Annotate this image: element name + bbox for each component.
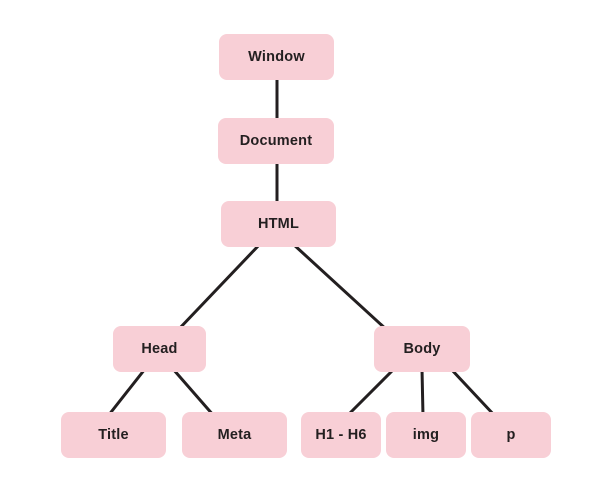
node-head: Head — [113, 326, 206, 372]
node-img: img — [386, 412, 466, 458]
node-title-label: Title — [98, 427, 129, 443]
edge-body-img — [420, 367, 425, 418]
node-p-label: p — [506, 427, 516, 443]
node-title: Title — [61, 412, 166, 458]
node-html: HTML — [221, 201, 336, 247]
node-document-label: Document — [239, 133, 313, 149]
node-img-label: img — [412, 427, 440, 443]
node-document: Document — [218, 118, 334, 164]
node-window-label: Window — [248, 49, 305, 65]
node-meta: Meta — [182, 412, 287, 458]
node-body: Body — [374, 326, 470, 372]
node-p: p — [471, 412, 551, 458]
edge-html-body — [291, 242, 390, 333]
node-h1-h6-label: H1 - H6 — [315, 427, 367, 443]
edge-body-h1h6 — [345, 367, 396, 418]
edge-body-p — [449, 367, 497, 418]
node-head-label: Head — [141, 341, 178, 357]
edge-html-head — [176, 242, 262, 332]
node-meta-label: Meta — [217, 427, 252, 443]
node-h1-h6: H1 - H6 — [301, 412, 381, 458]
edge-head-meta — [171, 367, 216, 418]
edge-head-title — [106, 367, 147, 418]
node-window: Window — [219, 34, 334, 80]
node-body-label: Body — [403, 341, 441, 357]
node-html-label: HTML — [257, 216, 300, 232]
